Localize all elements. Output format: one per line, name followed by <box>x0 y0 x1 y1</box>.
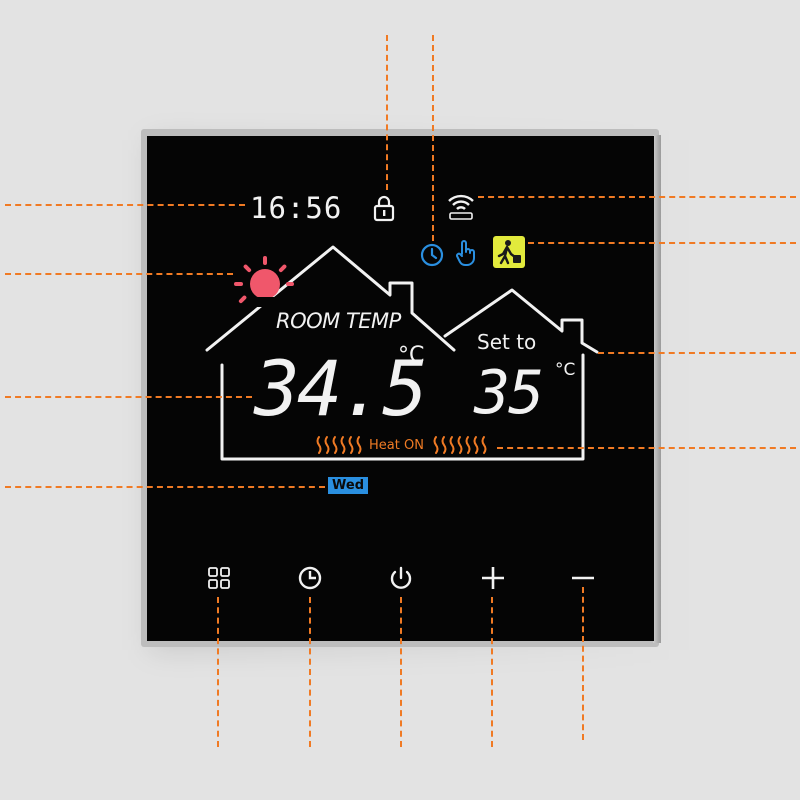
grid-icon <box>208 567 230 589</box>
clock-time: 16:56 <box>250 191 343 225</box>
decrease-button[interactable] <box>566 561 600 595</box>
callout-line-wifi <box>478 196 796 198</box>
hand-pointer-icon <box>454 239 478 267</box>
minus-icon <box>572 576 594 580</box>
heat-status-text: Heat ON <box>369 438 424 453</box>
sun-icon <box>233 255 295 307</box>
clock-icon <box>420 243 444 267</box>
room-temp-label: ROOM TEMP <box>276 309 401 333</box>
callout-line-room-temp <box>5 396 252 398</box>
callout-line-weather <box>5 273 233 275</box>
callout-line-heat <box>497 447 796 449</box>
timer-button[interactable] <box>293 561 327 595</box>
power-button[interactable] <box>384 561 418 595</box>
clock-icon <box>298 566 322 590</box>
callout-line-weekday <box>5 486 325 488</box>
plus-icon <box>482 567 504 589</box>
increase-button[interactable] <box>476 561 510 595</box>
callout-line-timer <box>309 597 311 747</box>
heat-wave-left-icon <box>316 436 362 454</box>
callout-line-minus <box>582 587 584 740</box>
callout-line-power <box>400 597 402 747</box>
person-leaving-icon <box>493 236 525 268</box>
callout-line-away <box>528 242 796 244</box>
callout-line-house <box>598 352 796 354</box>
callout-line-plus <box>491 597 493 747</box>
menu-button[interactable] <box>202 561 236 595</box>
heat-wave-right-icon <box>433 436 487 454</box>
power-icon <box>390 566 412 589</box>
room-temperature-unit: °C <box>398 343 425 368</box>
callout-line-menu <box>217 597 219 747</box>
lock-icon <box>373 194 395 222</box>
thermostat-side-edge <box>653 135 661 643</box>
weekday-badge: Wed <box>328 477 368 494</box>
callout-line-timer-status <box>432 35 434 241</box>
room-temperature-value: 34.5 <box>254 344 428 433</box>
set-temperature-value: 35 <box>474 358 544 428</box>
wifi-icon <box>446 191 476 221</box>
set-temperature-unit: °C <box>555 360 576 380</box>
callout-line-lock <box>386 35 388 190</box>
callout-line-clock <box>5 204 245 206</box>
set-temp-label: Set to <box>477 330 537 354</box>
